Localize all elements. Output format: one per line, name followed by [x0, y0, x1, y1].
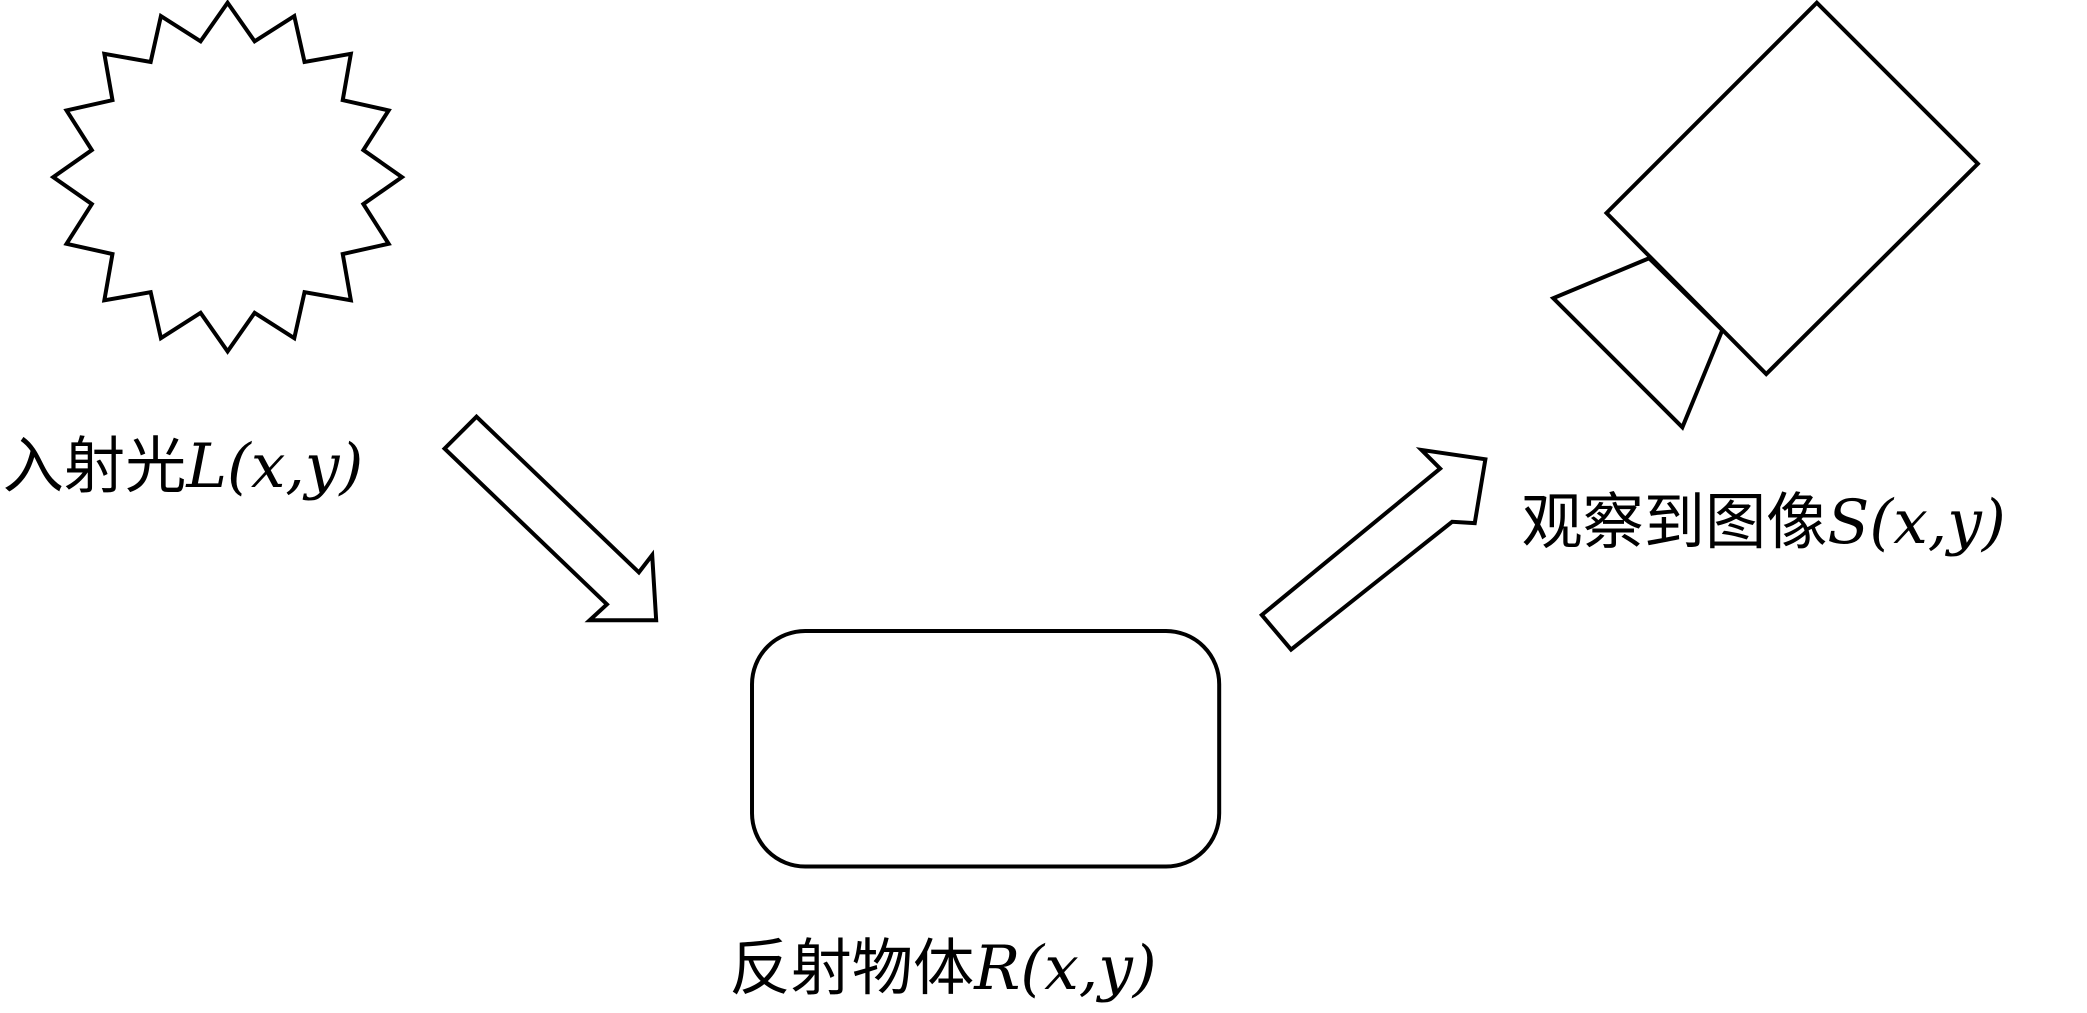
incident-light-label: 入射光L(x,y)	[3, 431, 364, 502]
camera-body	[1603, 0, 1981, 377]
camera-icon	[1549, 0, 1981, 431]
reflective-object-label: 反射物体R(x,y)	[729, 933, 1156, 1004]
sun-icon	[49, 0, 406, 355]
arrow-right-up-icon	[1258, 447, 1488, 653]
observed-image-label: 观察到图像S(x,y)	[1521, 487, 2005, 558]
arrow-right-down-icon	[441, 413, 659, 623]
reflective-object-box	[750, 628, 1222, 869]
